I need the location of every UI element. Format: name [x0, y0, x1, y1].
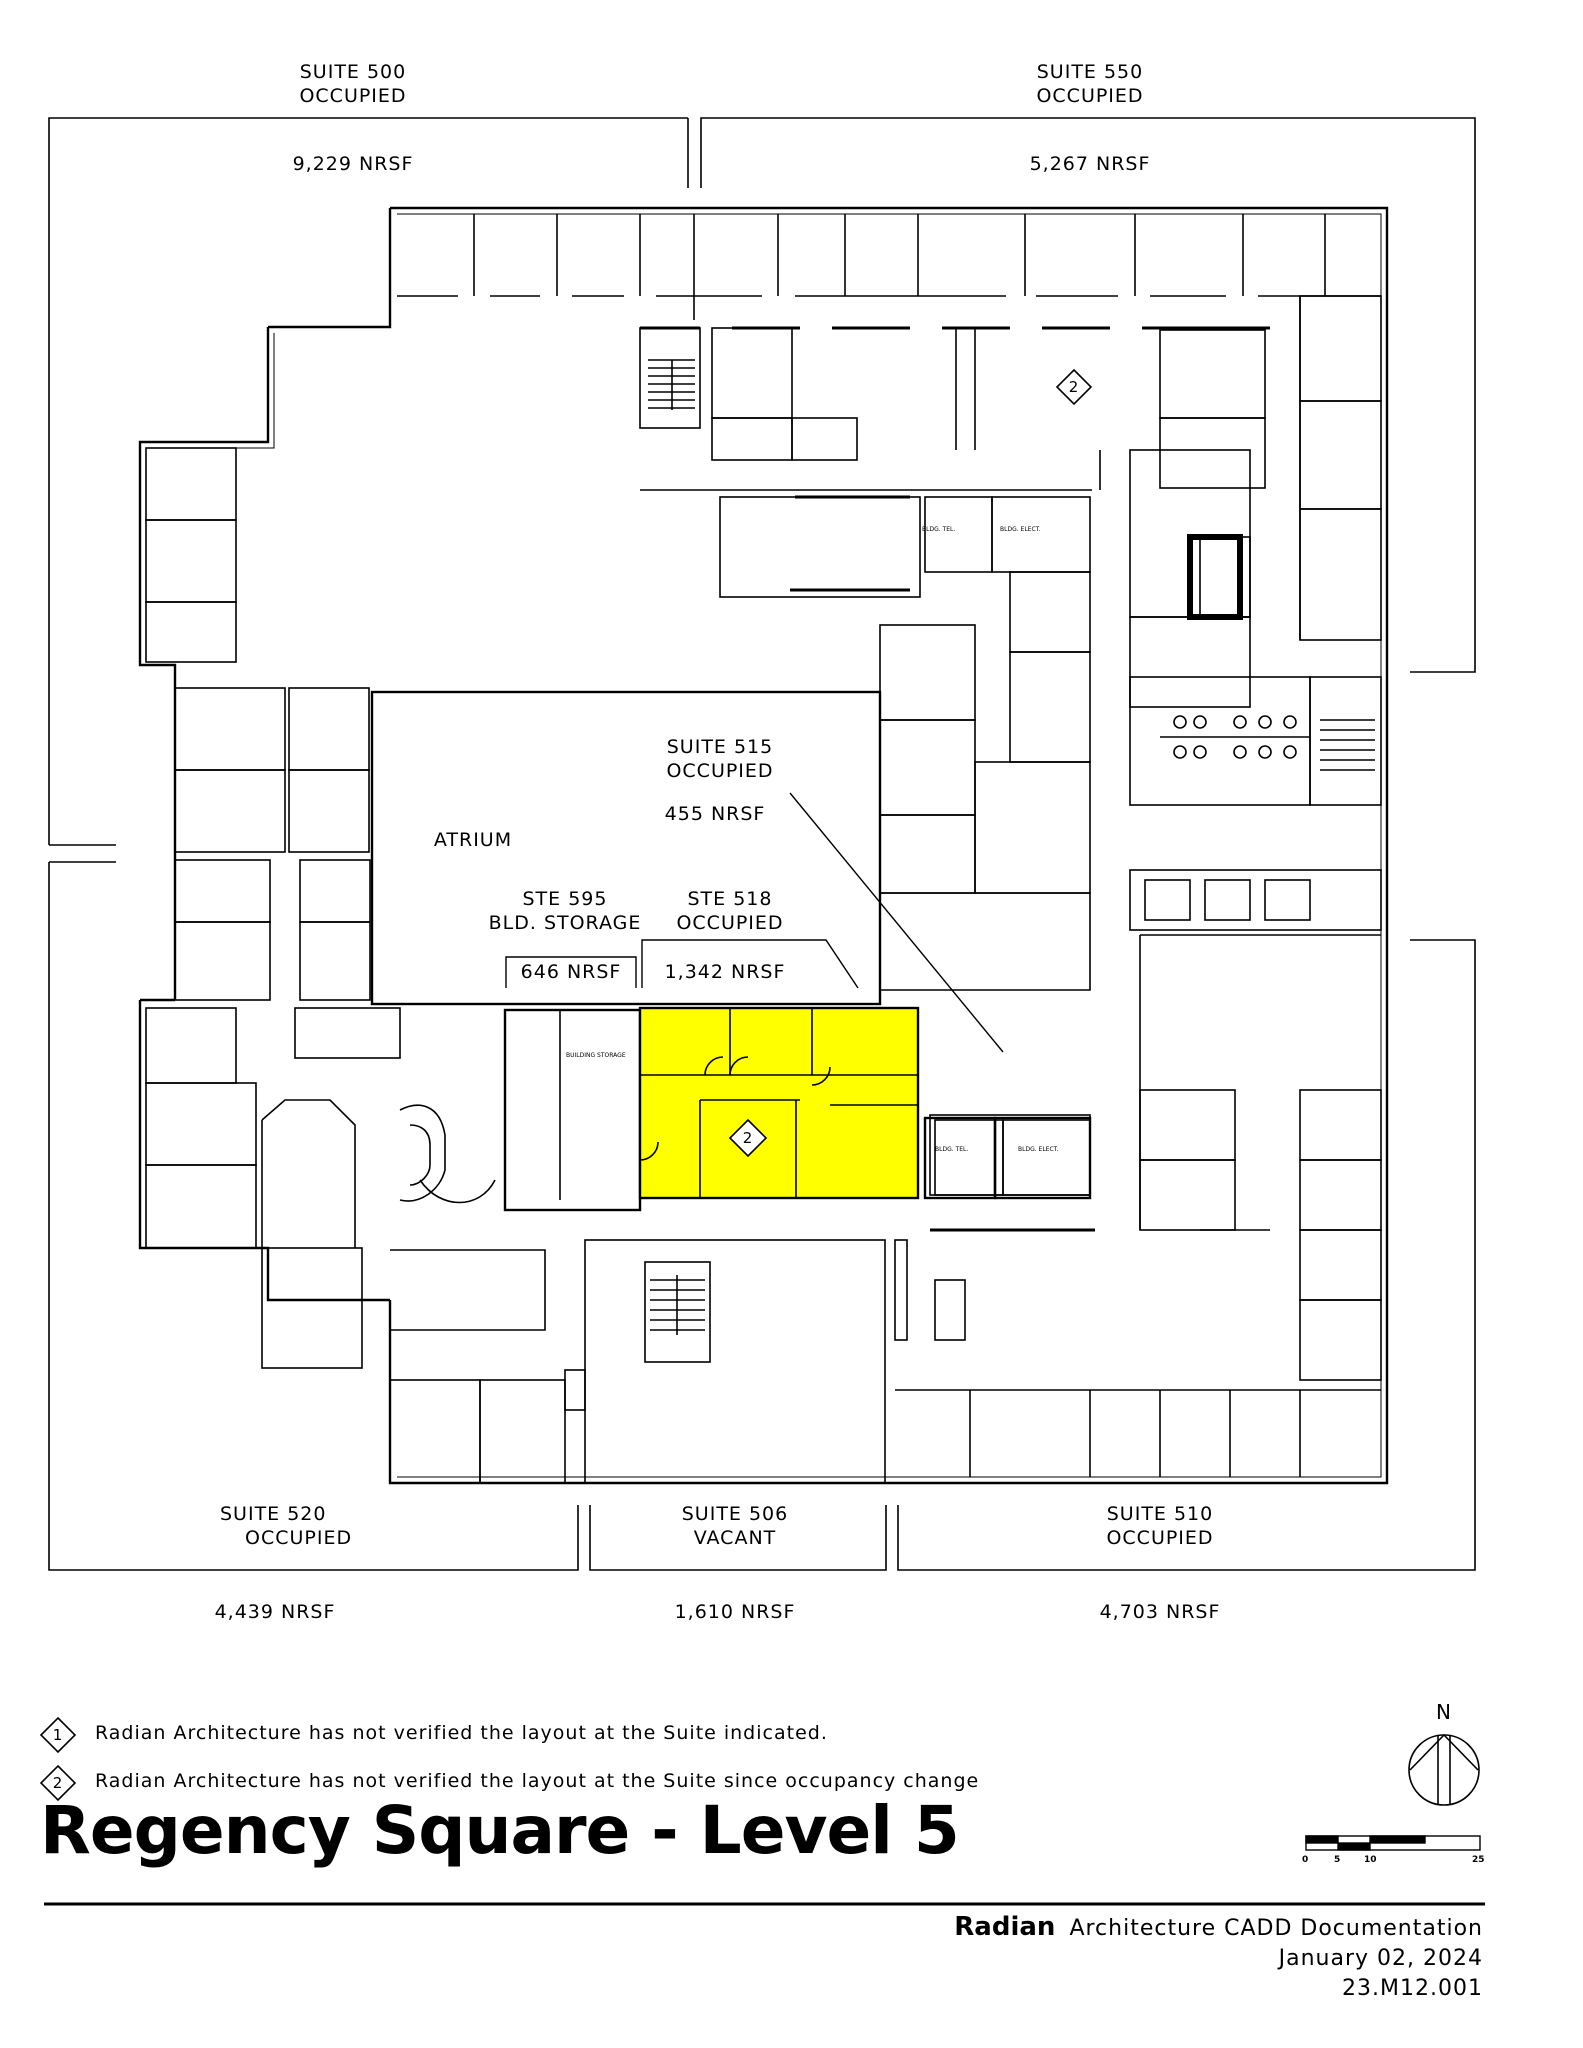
- suite-520-status: OCCUPIED: [245, 1527, 353, 1549]
- building-walls: [138, 206, 1389, 1485]
- doc-code: 23.M12.001: [1342, 1976, 1483, 2001]
- left-wing-offices: [145, 447, 371, 1001]
- suite-520-name: SUITE 520: [220, 1503, 327, 1525]
- suite-515-label: SUITE 515 OCCUPIED: [655, 735, 785, 783]
- scale-label-25: 25: [1472, 1855, 1485, 1865]
- legend-note-1: Radian Architecture has not verified the…: [95, 1722, 828, 1744]
- plan-marker-lower-number: 2: [742, 1129, 754, 1147]
- doc-type: Architecture CADD Documentation: [1069, 1916, 1483, 1941]
- bldg-elect-upper: BLDG. ELECT.: [1000, 526, 1041, 533]
- suite-506-area: 1,610 NRSF: [674, 1601, 796, 1623]
- doc-credit: Radian Architecture CADD Documentation: [954, 1912, 1483, 1942]
- stair-top: [639, 327, 701, 429]
- suite-515-name: SUITE 515: [666, 736, 774, 758]
- stair-right: [1320, 719, 1375, 771]
- ste-518-status: OCCUPIED: [676, 912, 784, 934]
- suite-510-status: OCCUPIED: [1106, 1527, 1214, 1549]
- bottom-offices: [895, 1389, 1381, 1477]
- suite-510-label: SUITE 510 OCCUPIED: [1095, 1502, 1225, 1550]
- suite-515-status: OCCUPIED: [666, 760, 774, 782]
- toilets: [1160, 715, 1310, 759]
- legend-diamond-2: [39, 1764, 77, 1802]
- north-label: N: [1436, 1700, 1452, 1724]
- suite-550-status: OCCUPIED: [1036, 85, 1144, 107]
- scale-label-10: 10: [1364, 1855, 1377, 1865]
- brand-name: Radian: [954, 1912, 1056, 1942]
- scale-label-5: 5: [1334, 1855, 1341, 1865]
- lower-right-offices: [929, 934, 1382, 1381]
- north-arrow: [1408, 1733, 1480, 1806]
- ste-595-label: STE 595 BLD. STORAGE: [470, 887, 660, 935]
- suite-500-name: SUITE 500: [299, 61, 407, 83]
- legend-diamond-1: [39, 1716, 77, 1754]
- atrium-label: ATRIUM: [433, 829, 513, 851]
- lower-left-offices: [145, 1007, 586, 1484]
- bldg-tel-upper: BLDG. TEL.: [922, 526, 956, 533]
- suite-520-label: SUITE 520 OCCUPIED: [215, 1502, 353, 1550]
- building-storage-label: BUILDING STORAGE: [566, 1052, 626, 1059]
- suite-550-area: 5,267 NRSF: [1029, 153, 1151, 175]
- suite-506-name: SUITE 506: [681, 1503, 789, 1525]
- plan-marker-lower: [728, 1118, 768, 1158]
- legend-diamond-2-number: 2: [52, 1774, 64, 1792]
- bldg-elect-lower: BLDG. ELECT.: [1018, 1146, 1059, 1153]
- scale-label-0: 0: [1302, 1855, 1309, 1865]
- top-offices: [397, 214, 1381, 320]
- ste-518-area: 1,342 NRSF: [664, 961, 786, 983]
- suite-500-label: SUITE 500 OCCUPIED: [288, 60, 418, 108]
- stair-bottom: [644, 1261, 711, 1363]
- suite-520-area: 4,439 NRSF: [214, 1601, 336, 1623]
- plan-marker-upper: [1055, 368, 1093, 406]
- suite-515-area: 455 NRSF: [664, 803, 766, 825]
- suite-506-label: SUITE 506 VACANT: [670, 1502, 800, 1550]
- suite-550-label: SUITE 550 OCCUPIED: [1025, 60, 1155, 108]
- suite-506-status: VACANT: [693, 1527, 777, 1549]
- suite-510-area: 4,703 NRSF: [1099, 1601, 1221, 1623]
- bldg-tel-lower: BLDG. TEL.: [935, 1146, 969, 1153]
- ste-518-label: STE 518 OCCUPIED: [665, 887, 795, 935]
- legend-note-2: Radian Architecture has not verified the…: [95, 1770, 980, 1792]
- plan-marker-upper-number: 2: [1068, 378, 1080, 396]
- scale-bar: [1305, 1835, 1481, 1851]
- suite-550-name: SUITE 550: [1036, 61, 1144, 83]
- suite-500-area: 9,229 NRSF: [292, 153, 414, 175]
- suite-510-name: SUITE 510: [1106, 1503, 1214, 1525]
- ste-595-area: 646 NRSF: [520, 961, 622, 983]
- doc-date: January 02, 2024: [1278, 1946, 1483, 1971]
- ste-518-name: STE 518: [687, 888, 773, 910]
- elevators: [1129, 869, 1382, 931]
- page-title: Regency Square - Level 5: [40, 1792, 960, 1869]
- suite-500-status: OCCUPIED: [299, 85, 407, 107]
- ste-595-status: BLD. STORAGE: [488, 912, 642, 934]
- ste-595-name: STE 595: [522, 888, 608, 910]
- suite-boundaries: [48, 117, 1476, 1571]
- suite-518-highlight: [638, 1006, 920, 1200]
- legend-diamond-1-number: 1: [52, 1726, 64, 1744]
